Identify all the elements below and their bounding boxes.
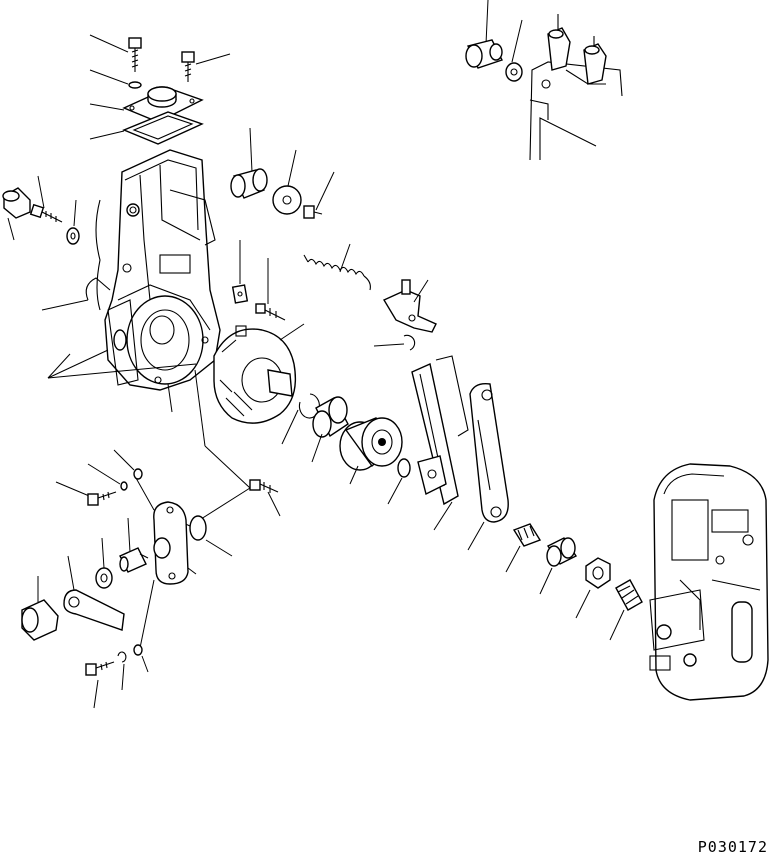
drawing-code: P030172 bbox=[697, 838, 768, 856]
leader-lines-spring bbox=[339, 243, 429, 303]
governor-housing bbox=[95, 149, 221, 391]
washer-mid bbox=[387, 458, 411, 505]
housing-gasket bbox=[85, 277, 111, 301]
cover-plate-lower bbox=[153, 501, 189, 585]
bearing-collar bbox=[339, 417, 403, 485]
governor-lever-left bbox=[411, 355, 469, 531]
bolt-top-left bbox=[128, 37, 142, 72]
plug-top-right bbox=[465, 39, 503, 69]
small-bolt-mid bbox=[255, 303, 286, 321]
plug-cap-left bbox=[2, 187, 31, 219]
spring-upper bbox=[303, 254, 371, 291]
bolt-long-diag bbox=[249, 479, 281, 517]
hex-nut bbox=[575, 557, 611, 619]
leader-lines-top-left bbox=[89, 34, 231, 140]
washer-small-lower-2 bbox=[120, 481, 128, 491]
washer-lower-3 bbox=[133, 644, 143, 656]
washer-top-right bbox=[505, 62, 523, 82]
snap-ring-small bbox=[373, 334, 416, 351]
washer-small-lower-1 bbox=[133, 468, 143, 480]
pump-body-corner bbox=[529, 14, 623, 161]
plate-lower bbox=[63, 589, 125, 631]
sleeve bbox=[311, 396, 349, 463]
leader-lines-left bbox=[7, 175, 251, 489]
leader-lines-mid bbox=[239, 127, 335, 304]
leader-lines-top-right bbox=[485, 0, 523, 63]
flyweight-assembly bbox=[213, 323, 305, 424]
washer-lower-4 bbox=[117, 651, 127, 663]
leader-lines-lower-left bbox=[37, 449, 251, 709]
bushing-rubber bbox=[230, 168, 268, 199]
nut-collar bbox=[539, 537, 578, 595]
washer-left bbox=[66, 227, 80, 245]
screw-stud-lower bbox=[119, 547, 149, 573]
clip-plate bbox=[231, 284, 249, 304]
governor-housing-assembled bbox=[649, 463, 769, 701]
bolt-lower-1 bbox=[87, 491, 117, 506]
bolt-lower-2 bbox=[85, 661, 115, 676]
bolt-left bbox=[29, 203, 63, 223]
lever-bracket bbox=[382, 279, 437, 333]
plug-lower-left bbox=[21, 599, 59, 641]
washer-lower-mid bbox=[95, 567, 113, 589]
bolt-top-right bbox=[181, 51, 195, 82]
washer-top bbox=[128, 81, 142, 89]
screw-upper bbox=[303, 205, 323, 219]
governor-lever-right bbox=[467, 383, 509, 551]
washer-round-upper bbox=[272, 185, 302, 215]
gasket-top bbox=[122, 111, 204, 145]
cover-plate bbox=[122, 86, 204, 123]
adjust-screw-small bbox=[505, 523, 542, 573]
oring-lower bbox=[189, 515, 207, 541]
adjust-screw-large bbox=[609, 579, 643, 641]
